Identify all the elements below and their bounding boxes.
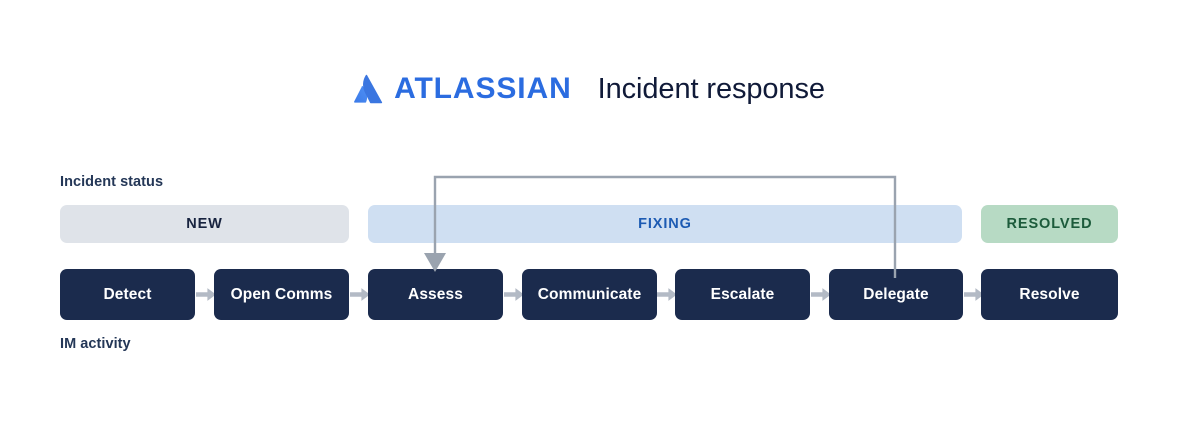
activity-step-row: Detect Open Comms Assess Communicate Esc… — [0, 269, 1178, 320]
step-arrow-icon — [657, 287, 677, 302]
atlassian-brand: ATLASSIAN — [353, 74, 572, 104]
step-box-delegate: Delegate — [829, 269, 963, 320]
lane-label-incident-status: Incident status — [60, 174, 164, 190]
step-box-communicate: Communicate — [522, 269, 657, 320]
lane-label-im-activity: IM activity — [60, 336, 131, 352]
atlassian-logo-icon — [353, 74, 383, 104]
status-badge-resolved: RESOLVED — [981, 205, 1118, 243]
page-title: Incident response — [597, 72, 825, 105]
step-arrow-icon — [196, 287, 216, 302]
step-box-escalate: Escalate — [675, 269, 810, 320]
step-arrow-icon — [504, 287, 524, 302]
step-arrow-icon — [811, 287, 831, 302]
brand-name: ATLASSIAN — [394, 72, 572, 105]
step-arrow-icon — [350, 287, 370, 302]
page-header: ATLASSIAN Incident response — [0, 66, 1178, 112]
step-box-resolve: Resolve — [981, 269, 1118, 320]
status-badge-fixing: FIXING — [368, 205, 962, 243]
status-badge-new: NEW — [60, 205, 349, 243]
step-box-assess: Assess — [368, 269, 503, 320]
step-box-open-comms: Open Comms — [214, 269, 349, 320]
step-box-detect: Detect — [60, 269, 195, 320]
step-arrow-icon — [964, 287, 984, 302]
